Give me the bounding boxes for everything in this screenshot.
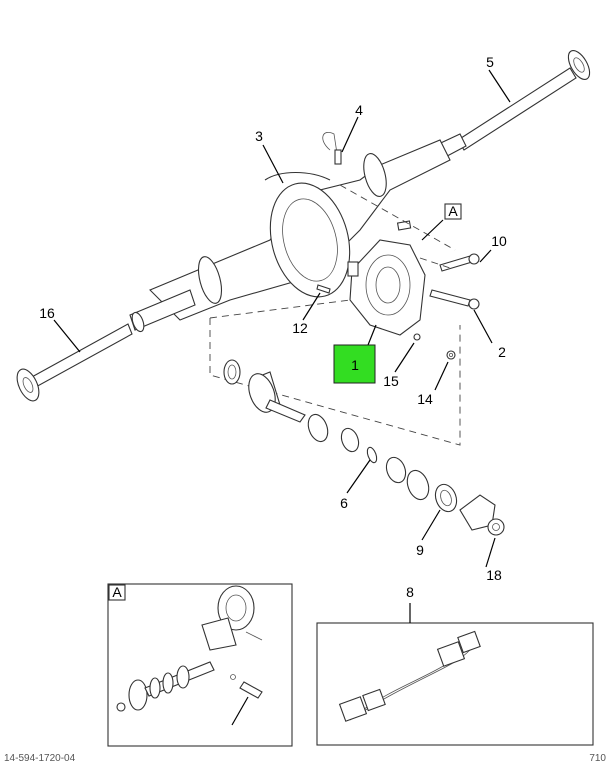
differential-carrier[interactable] — [347, 239, 426, 336]
callout-5[interactable]: 5 — [486, 54, 494, 70]
exploded-guides — [209, 184, 461, 446]
washer-15[interactable] — [413, 333, 421, 341]
harness-detail-panel — [316, 603, 594, 746]
detail-ref-box[interactable] — [444, 203, 462, 220]
callout-6[interactable]: 6 — [340, 495, 348, 511]
axle-housing[interactable] — [129, 139, 451, 333]
bolt-2[interactable] — [429, 289, 480, 310]
callout-18[interactable]: 18 — [486, 567, 502, 583]
callout-14[interactable]: 14 — [417, 391, 433, 407]
callout-9[interactable]: 9 — [416, 542, 424, 558]
callout-3[interactable]: 3 — [255, 128, 263, 144]
stud-12[interactable] — [316, 284, 331, 294]
gear-train[interactable] — [223, 359, 460, 515]
callout-leaders — [53, 69, 511, 568]
callout-1[interactable]: 1 — [351, 357, 359, 373]
breather-vent[interactable] — [322, 132, 342, 165]
bolt-10[interactable] — [439, 253, 480, 272]
callout-16[interactable]: 16 — [39, 305, 55, 321]
axle-shaft-right[interactable] — [429, 47, 594, 163]
callout-8[interactable]: 8 — [406, 584, 414, 600]
callout-4[interactable]: 4 — [355, 102, 363, 118]
gasket — [396, 220, 412, 231]
page-ref: 710 — [589, 753, 606, 761]
callout-12[interactable]: 12 — [292, 320, 308, 336]
drawing-number: 14-594-1720-04 — [4, 753, 76, 761]
detail-a-panel: A — [107, 583, 293, 747]
callout-1-highlight[interactable] — [333, 344, 376, 384]
callout-2[interactable]: 2 — [498, 344, 506, 360]
detail-a-label: A — [112, 584, 122, 600]
axle-shaft-left[interactable] — [13, 323, 133, 404]
end-yoke[interactable] — [459, 494, 505, 536]
callout-10[interactable]: 10 — [491, 233, 507, 249]
detail-ref-label[interactable]: A — [448, 203, 458, 219]
callout-15[interactable]: 15 — [383, 373, 399, 389]
nut-14[interactable] — [446, 350, 456, 360]
